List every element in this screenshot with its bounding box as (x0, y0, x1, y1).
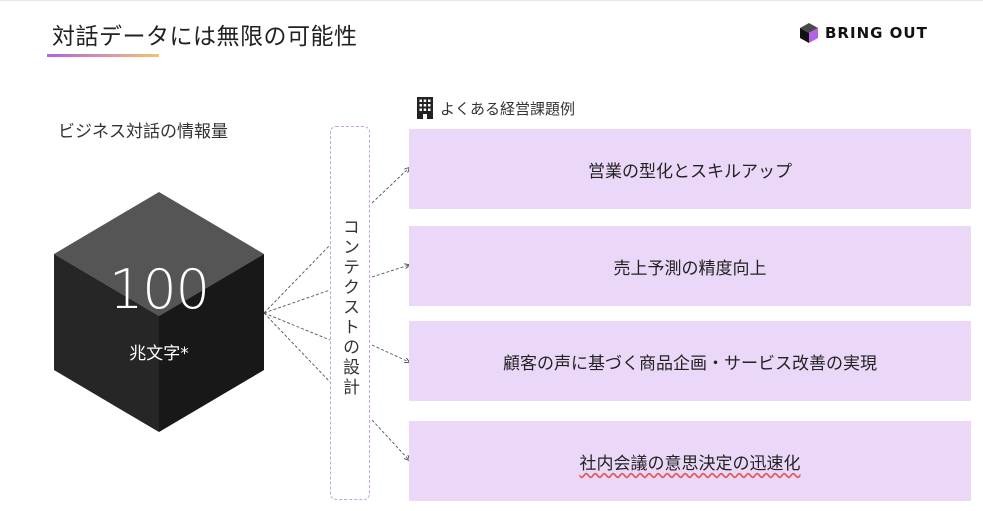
issue-label: 社内会議の意思決定の迅速化 (579, 453, 801, 474)
title-underline (47, 54, 159, 57)
issue-box: 営業の型化とスキルアップ (409, 129, 971, 209)
cube-front-face (54, 254, 159, 432)
issue-label: 営業の型化とスキルアップ (588, 161, 792, 182)
cube-to-context-line (263, 312, 331, 341)
issue-box: 売上予測の精度向上 (409, 226, 971, 306)
issues-heading: よくある経営課題例 (416, 96, 575, 120)
brand-name: BRING OUT (825, 24, 928, 42)
context-to-issue-arrow (371, 419, 409, 460)
issue-box: 顧客の声に基づく商品企画・サービス改善の実現 (409, 321, 971, 401)
info-volume-heading: ビジネス対話の情報量 (58, 122, 228, 142)
cube-side-face (159, 254, 264, 432)
cube-front-overlay (54, 254, 264, 432)
issues-heading-label: よくある経営課題例 (440, 99, 576, 118)
cube-to-context-line (263, 289, 331, 314)
cube-to-context-line (263, 312, 331, 383)
context-to-issue-arrow (371, 344, 409, 362)
cube-unit: 兆文字* (129, 344, 189, 364)
context-design-box (330, 126, 370, 500)
brand-cube-icon (800, 23, 818, 43)
cube-to-context-line (263, 244, 331, 314)
building-icon (417, 97, 433, 119)
top-border-line (0, 0, 983, 1)
context-to-issue-arrow (371, 265, 409, 278)
issue-box: 社内会議の意思決定の迅速化 (409, 421, 971, 501)
brand-logo: BRING OUT (799, 20, 928, 46)
context-to-issue-arrow (371, 168, 409, 204)
issue-label: 顧客の声に基づく商品企画・サービス改善の実現 (503, 353, 877, 374)
issue-label: 売上予測の精度向上 (613, 258, 767, 279)
context-design-label: コンテクストの設計 (339, 218, 359, 398)
page-title: 対話データには無限の可能性 (52, 24, 358, 50)
cube-number: 100 (108, 258, 210, 321)
